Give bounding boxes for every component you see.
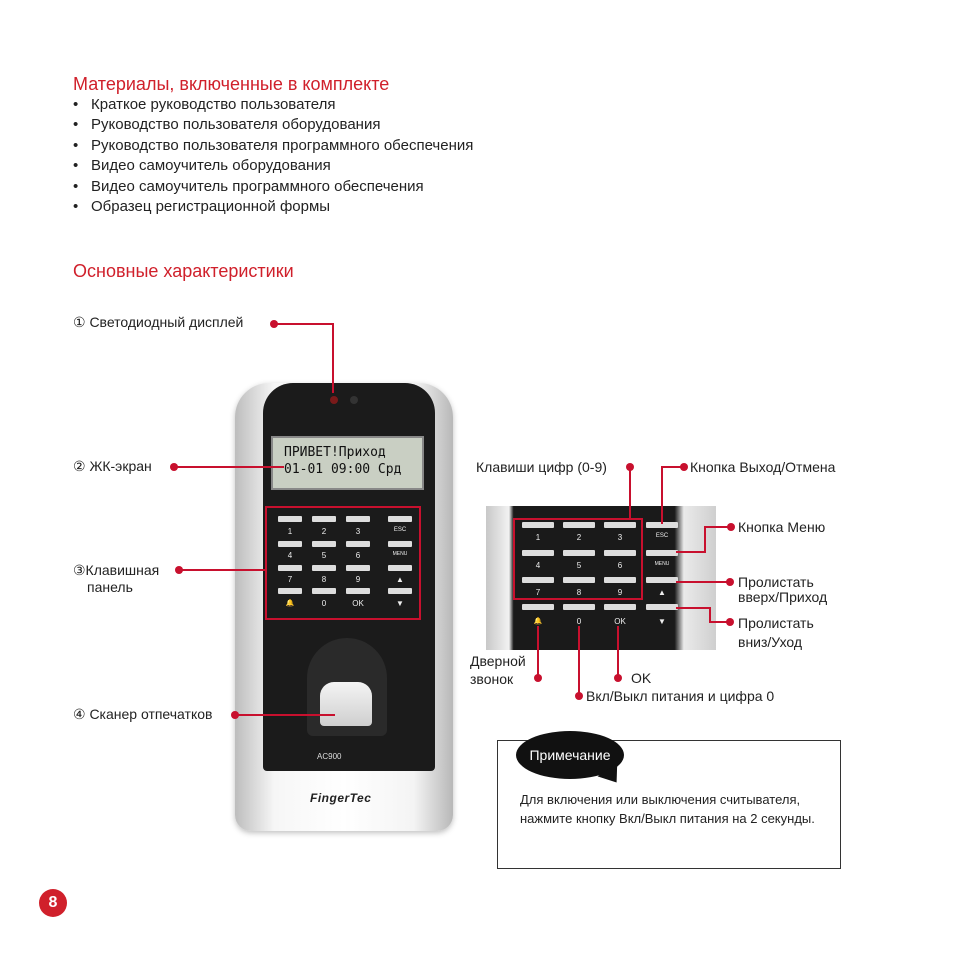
callout-scanner: ④ Сканер отпечатков	[73, 706, 213, 722]
fingerprint-scanner	[320, 682, 372, 726]
closeup-key-up[interactable]: ▲	[658, 588, 666, 597]
keypad-highlight	[265, 506, 421, 620]
callout-keypad-2: панель	[87, 579, 133, 595]
closeup-key-2[interactable]: 2	[576, 533, 582, 542]
key-7[interactable]: 7	[287, 575, 293, 584]
closeup-key-ok[interactable]: OK	[614, 617, 626, 626]
closeup-key-3[interactable]: 3	[617, 533, 623, 542]
key-1[interactable]: 1	[287, 527, 293, 536]
closeup-key-5[interactable]: 5	[576, 561, 582, 570]
key-bell[interactable]: 🔔	[285, 600, 295, 607]
key-up[interactable]: ▲	[396, 575, 404, 584]
callout-bell-1: Дверной	[470, 653, 526, 669]
lcd-line-1: ПРИВЕТ!Приход	[284, 445, 386, 460]
callout-led: ① Светодиодный дисплей	[73, 314, 244, 330]
key-down[interactable]: ▼	[396, 599, 404, 608]
closeup-key-esc[interactable]: ESC	[655, 533, 669, 539]
closeup-key-bell[interactable]: 🔔	[533, 618, 543, 625]
lcd-line-2: 01-01 09:00 Срд	[284, 462, 402, 477]
closeup-key-0[interactable]: 0	[576, 617, 582, 626]
callout-down-2: вниз/Уход	[738, 634, 803, 650]
closeup-key-6[interactable]: 6	[617, 561, 623, 570]
callout-down-1: Пролистать	[738, 615, 814, 631]
key-0[interactable]: 0	[321, 599, 327, 608]
note-text: Для включения или выключения считывателя…	[520, 792, 815, 826]
included-items-list: Краткое руководство пользователя Руковод…	[73, 95, 473, 217]
key-2[interactable]: 2	[321, 527, 327, 536]
section-title-features: Основные характеристики	[73, 261, 294, 281]
key-6[interactable]: 6	[355, 551, 361, 560]
closeup-key-1[interactable]: 1	[535, 533, 541, 542]
callout-ok: OK	[631, 670, 652, 686]
list-item: Образец регистрационной формы	[73, 197, 473, 217]
key-4[interactable]: 4	[287, 551, 293, 560]
list-item: Руководство пользователя программного об…	[73, 136, 473, 156]
key-menu[interactable]: MENU	[392, 551, 408, 557]
page-number: 8	[39, 889, 67, 917]
brand-logo: FingerTec	[310, 791, 372, 805]
closeup-key-menu[interactable]: MENU	[654, 561, 670, 567]
key-ok[interactable]: OK	[352, 599, 364, 608]
callout-bell-2: звонок	[470, 671, 514, 687]
key-8[interactable]: 8	[321, 575, 327, 584]
led-indicator	[330, 394, 360, 404]
callout-up-2: вверх/Приход	[738, 589, 828, 605]
closeup-key-down[interactable]: ▼	[658, 617, 666, 626]
lcd-screen: ПРИВЕТ!Приход 01-01 09:00 Срд	[271, 436, 424, 490]
callout-esc: Кнопка Выход/Отмена	[690, 459, 836, 475]
model-label: AC900	[317, 752, 342, 761]
key-3[interactable]: 3	[355, 527, 361, 536]
callout-power: Вкл/Выкл питания и цифра 0	[586, 688, 775, 704]
closeup-key-9[interactable]: 9	[617, 588, 623, 597]
closeup-key-8[interactable]: 8	[576, 588, 582, 597]
key-9[interactable]: 9	[355, 575, 361, 584]
key-esc[interactable]: ESC	[393, 527, 407, 533]
closeup-key-7[interactable]: 7	[535, 588, 541, 597]
note-box	[497, 740, 841, 869]
note-label: Примечание	[516, 731, 624, 779]
callout-menu: Кнопка Меню	[738, 519, 826, 535]
digit-keys-highlight	[513, 518, 643, 600]
list-item: Краткое руководство пользователя	[73, 95, 473, 115]
callout-lcd: ② ЖК-экран	[73, 458, 152, 474]
section-title-included: Материалы, включенные в комплекте	[73, 74, 390, 94]
list-item: Видео самоучитель оборудования	[73, 156, 473, 176]
key-5[interactable]: 5	[321, 551, 327, 560]
callout-up-1: Пролистать	[738, 574, 814, 590]
callout-keypad-1: ③Клавишная	[73, 562, 160, 578]
list-item: Руководство пользователя оборудования	[73, 115, 473, 135]
closeup-key-4[interactable]: 4	[535, 561, 541, 570]
callout-digits: Клавиши цифр (0-9)	[476, 459, 607, 475]
list-item: Видео самоучитель программного обеспечен…	[73, 177, 473, 197]
